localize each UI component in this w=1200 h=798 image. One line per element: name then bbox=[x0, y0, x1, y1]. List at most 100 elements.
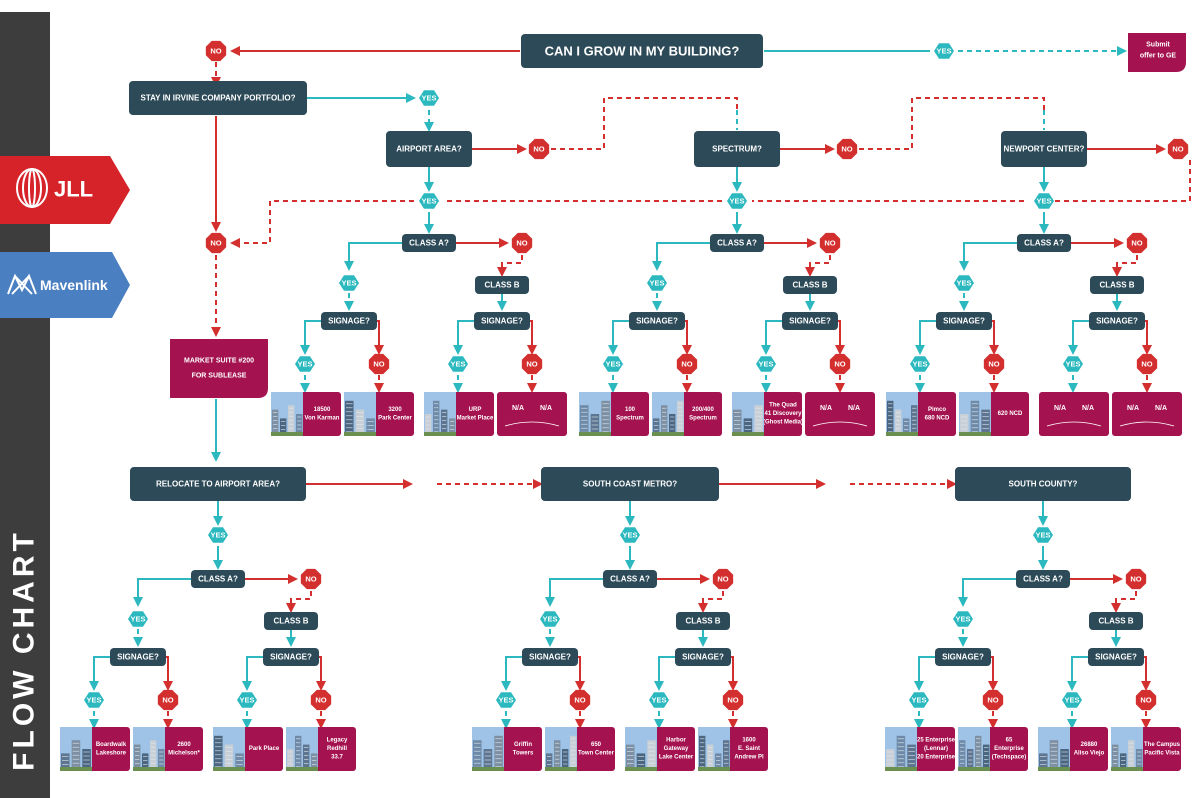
na-swoosh bbox=[812, 421, 868, 427]
photo-building bbox=[1112, 744, 1119, 771]
region-question: RELOCATE TO AIRPORT AREA? bbox=[156, 480, 280, 489]
class-a-question-box bbox=[402, 234, 456, 252]
jll-logo-mark bbox=[28, 168, 36, 208]
yes-badge bbox=[934, 43, 954, 59]
photo-building bbox=[887, 400, 894, 436]
signage-question: SIGNAGE? bbox=[636, 317, 678, 326]
connector-layer bbox=[89, 46, 1191, 729]
yes-badge bbox=[954, 275, 974, 291]
yes-badge bbox=[419, 193, 439, 209]
building-name: 100 bbox=[625, 407, 636, 413]
no-label: NO bbox=[315, 696, 326, 705]
no-badge bbox=[1125, 568, 1147, 590]
yes-label: YES bbox=[130, 615, 145, 624]
region-question-box bbox=[386, 131, 472, 167]
building-name: Park Place bbox=[249, 746, 280, 752]
no-connector bbox=[859, 97, 1045, 150]
signage-question: SIGNAGE? bbox=[682, 653, 724, 662]
photo-ground bbox=[545, 767, 577, 771]
class-a-question: CLASS A? bbox=[198, 575, 238, 584]
signage-question: SIGNAGE? bbox=[117, 653, 159, 662]
yes-connector bbox=[344, 242, 402, 271]
building-photo bbox=[286, 727, 318, 771]
signage-question-box bbox=[935, 648, 991, 666]
yes-badge bbox=[603, 356, 623, 372]
yes-label: YES bbox=[605, 360, 620, 369]
class-a-question-box bbox=[710, 234, 764, 252]
yes-connector bbox=[608, 320, 633, 355]
no-badge bbox=[300, 568, 322, 590]
yes-label: YES bbox=[542, 615, 557, 624]
photo-ground bbox=[698, 767, 730, 771]
building-photo bbox=[213, 727, 245, 771]
yes-connector bbox=[501, 656, 526, 691]
no-label: NO bbox=[526, 360, 537, 369]
building-name: 65 bbox=[1006, 738, 1013, 744]
signage-question: SIGNAGE? bbox=[789, 317, 831, 326]
building-photo bbox=[1111, 727, 1143, 771]
building-name: Lakeshore bbox=[96, 750, 127, 756]
building-name: Von Karman bbox=[305, 415, 340, 421]
building-card-bg bbox=[805, 392, 875, 436]
yes-badge bbox=[339, 275, 359, 291]
yes-connector bbox=[453, 320, 478, 355]
building-name: Michelson* bbox=[168, 750, 200, 756]
no-label: NO bbox=[1130, 575, 1141, 584]
no-badge bbox=[157, 689, 179, 711]
photo-ground bbox=[472, 767, 504, 771]
building-name: URP bbox=[469, 407, 482, 413]
photo-building bbox=[570, 735, 577, 771]
photo-building bbox=[1039, 753, 1048, 771]
class-b-node-box bbox=[264, 612, 318, 630]
photo-building bbox=[345, 400, 354, 436]
no-connector bbox=[805, 255, 831, 277]
photo-ground bbox=[958, 767, 990, 771]
yes-label: YES bbox=[622, 531, 637, 540]
building-name: Redhill bbox=[327, 746, 347, 752]
photo-building bbox=[235, 753, 244, 771]
submit-offer-card bbox=[1128, 33, 1186, 72]
building-name: Market Place bbox=[457, 415, 494, 421]
class-a-question: CLASS A? bbox=[610, 575, 650, 584]
no-badge bbox=[982, 689, 1004, 711]
photo-building bbox=[134, 744, 141, 771]
class-a-question: CLASS A? bbox=[717, 239, 757, 248]
yes-label: YES bbox=[936, 47, 951, 56]
building-name: Spectrum bbox=[689, 415, 717, 421]
class-b-node-box bbox=[1089, 612, 1143, 630]
yes-badge bbox=[756, 356, 776, 372]
signage-question-box bbox=[321, 312, 377, 330]
no-badge bbox=[205, 232, 227, 254]
class-b-node-box bbox=[676, 612, 730, 630]
mavenlink-logo-mark bbox=[7, 273, 37, 295]
class-b-node: CLASS B bbox=[1098, 617, 1133, 626]
no-badge bbox=[676, 353, 698, 375]
photo-building bbox=[975, 735, 982, 771]
building-photo bbox=[545, 727, 577, 771]
no-badge bbox=[722, 689, 744, 711]
no-badge bbox=[368, 353, 390, 375]
yes-badge bbox=[620, 527, 640, 543]
class-a-question: CLASS A? bbox=[1023, 575, 1063, 584]
photo-building bbox=[494, 735, 503, 771]
no-label: NO bbox=[681, 360, 692, 369]
yes-badge bbox=[953, 611, 973, 627]
yes-connector bbox=[545, 578, 603, 607]
region-question: SOUTH COUNTY? bbox=[1009, 480, 1078, 489]
photo-ground bbox=[886, 432, 918, 436]
no-badge bbox=[511, 232, 533, 254]
signage-question-box bbox=[675, 648, 731, 666]
yes-label: YES bbox=[210, 531, 225, 540]
building-name: Andrew Pl bbox=[734, 755, 764, 761]
no-badge bbox=[712, 568, 734, 590]
yes-connector bbox=[133, 578, 191, 607]
no-connector bbox=[698, 591, 724, 613]
yes-label: YES bbox=[729, 197, 744, 206]
yes-label: YES bbox=[86, 696, 101, 705]
photo-building bbox=[303, 744, 310, 771]
yes-connector bbox=[654, 656, 679, 691]
no-label: NO bbox=[727, 696, 738, 705]
building-name: Legacy bbox=[327, 738, 348, 744]
region-question-box bbox=[130, 467, 306, 501]
